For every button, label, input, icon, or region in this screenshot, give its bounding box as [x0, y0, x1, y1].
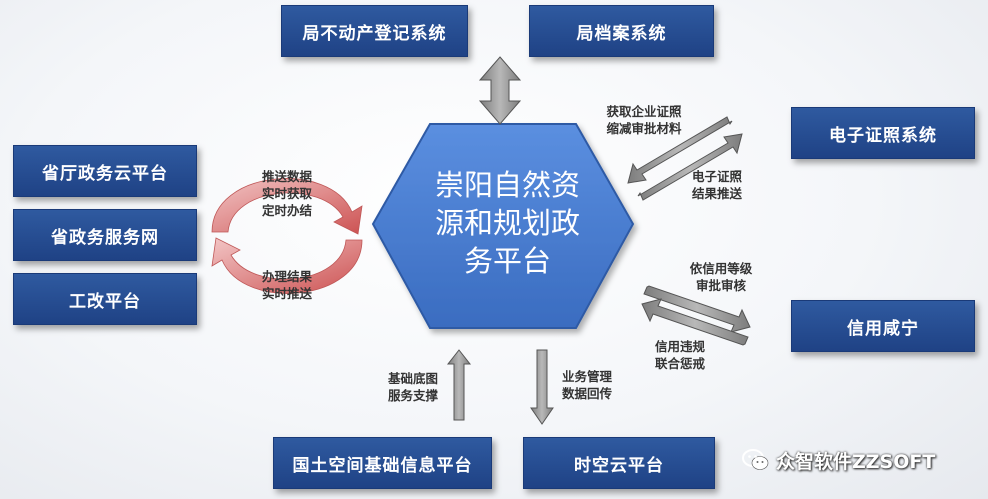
box-credit-xianning: 信用咸宁 — [791, 300, 975, 352]
center-hexagon — [371, 123, 635, 329]
arrow-down-biz-return — [530, 349, 554, 425]
watermark-text: 众智软件ZZSOFT — [776, 450, 936, 473]
watermark: 众智软件ZZSOFT — [742, 447, 935, 473]
arrow-ecert-to-center — [627, 116, 733, 184]
center-platform-title: 崇阳自然资 源和规划政 务平台 — [434, 168, 580, 278]
wechat-icon — [742, 449, 769, 470]
label-credit-punish: 信用违规 联合惩戒 — [654, 339, 705, 371]
box-provincial-cloud: 省厅政务云平台 — [13, 145, 197, 197]
label-push-data: 推送数据 实时获取 定时办结 — [261, 169, 312, 218]
label-result-push: 办理结果 实时推送 — [261, 269, 312, 301]
box-realestate-registration: 局不动产登记系统 — [281, 5, 468, 57]
double-arrow-top — [478, 56, 522, 125]
box-gongzheng-platform: 工改平台 — [13, 273, 197, 325]
box-spacetime-cloud: 时空云平台 — [523, 437, 715, 489]
label-ecert-push: 电子证照 结果推送 — [691, 169, 742, 201]
arrow-up-base-map — [446, 349, 472, 421]
box-ecert-system: 电子证照系统 — [791, 107, 975, 159]
box-spatial-base-platform: 国土空间基础信息平台 — [273, 437, 492, 489]
box-archive-system: 局档案系统 — [529, 5, 714, 57]
label-base-map: 基础底图 服务支撑 — [387, 371, 438, 403]
label-credit-level: 依信用等级 审批审核 — [689, 261, 753, 293]
arrow-credit-to-center — [641, 298, 749, 346]
box-provincial-service-net: 省政务服务网 — [13, 209, 197, 261]
cycle-arrow-lower — [211, 237, 363, 294]
label-get-cert: 获取企业证照 缩减审批材料 — [606, 104, 682, 136]
label-biz-return: 业务管理 数据回传 — [561, 369, 612, 401]
arrow-center-to-credit — [643, 285, 751, 333]
arrow-center-to-ecert — [637, 133, 743, 201]
cycle-arrow-upper — [211, 178, 363, 235]
